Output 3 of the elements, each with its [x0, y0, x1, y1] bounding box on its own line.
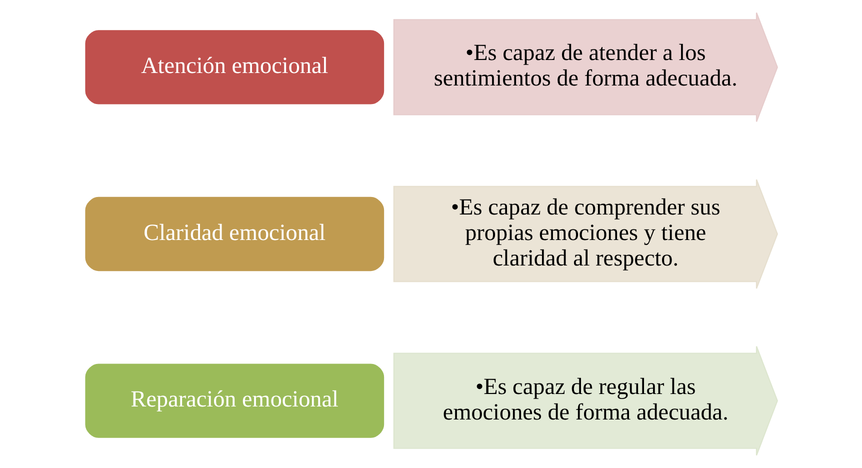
node-box: Claridad emocional [84, 196, 386, 272]
node-box: Atención emocional [84, 28, 386, 106]
node-box: Reparación emocional [84, 362, 386, 440]
